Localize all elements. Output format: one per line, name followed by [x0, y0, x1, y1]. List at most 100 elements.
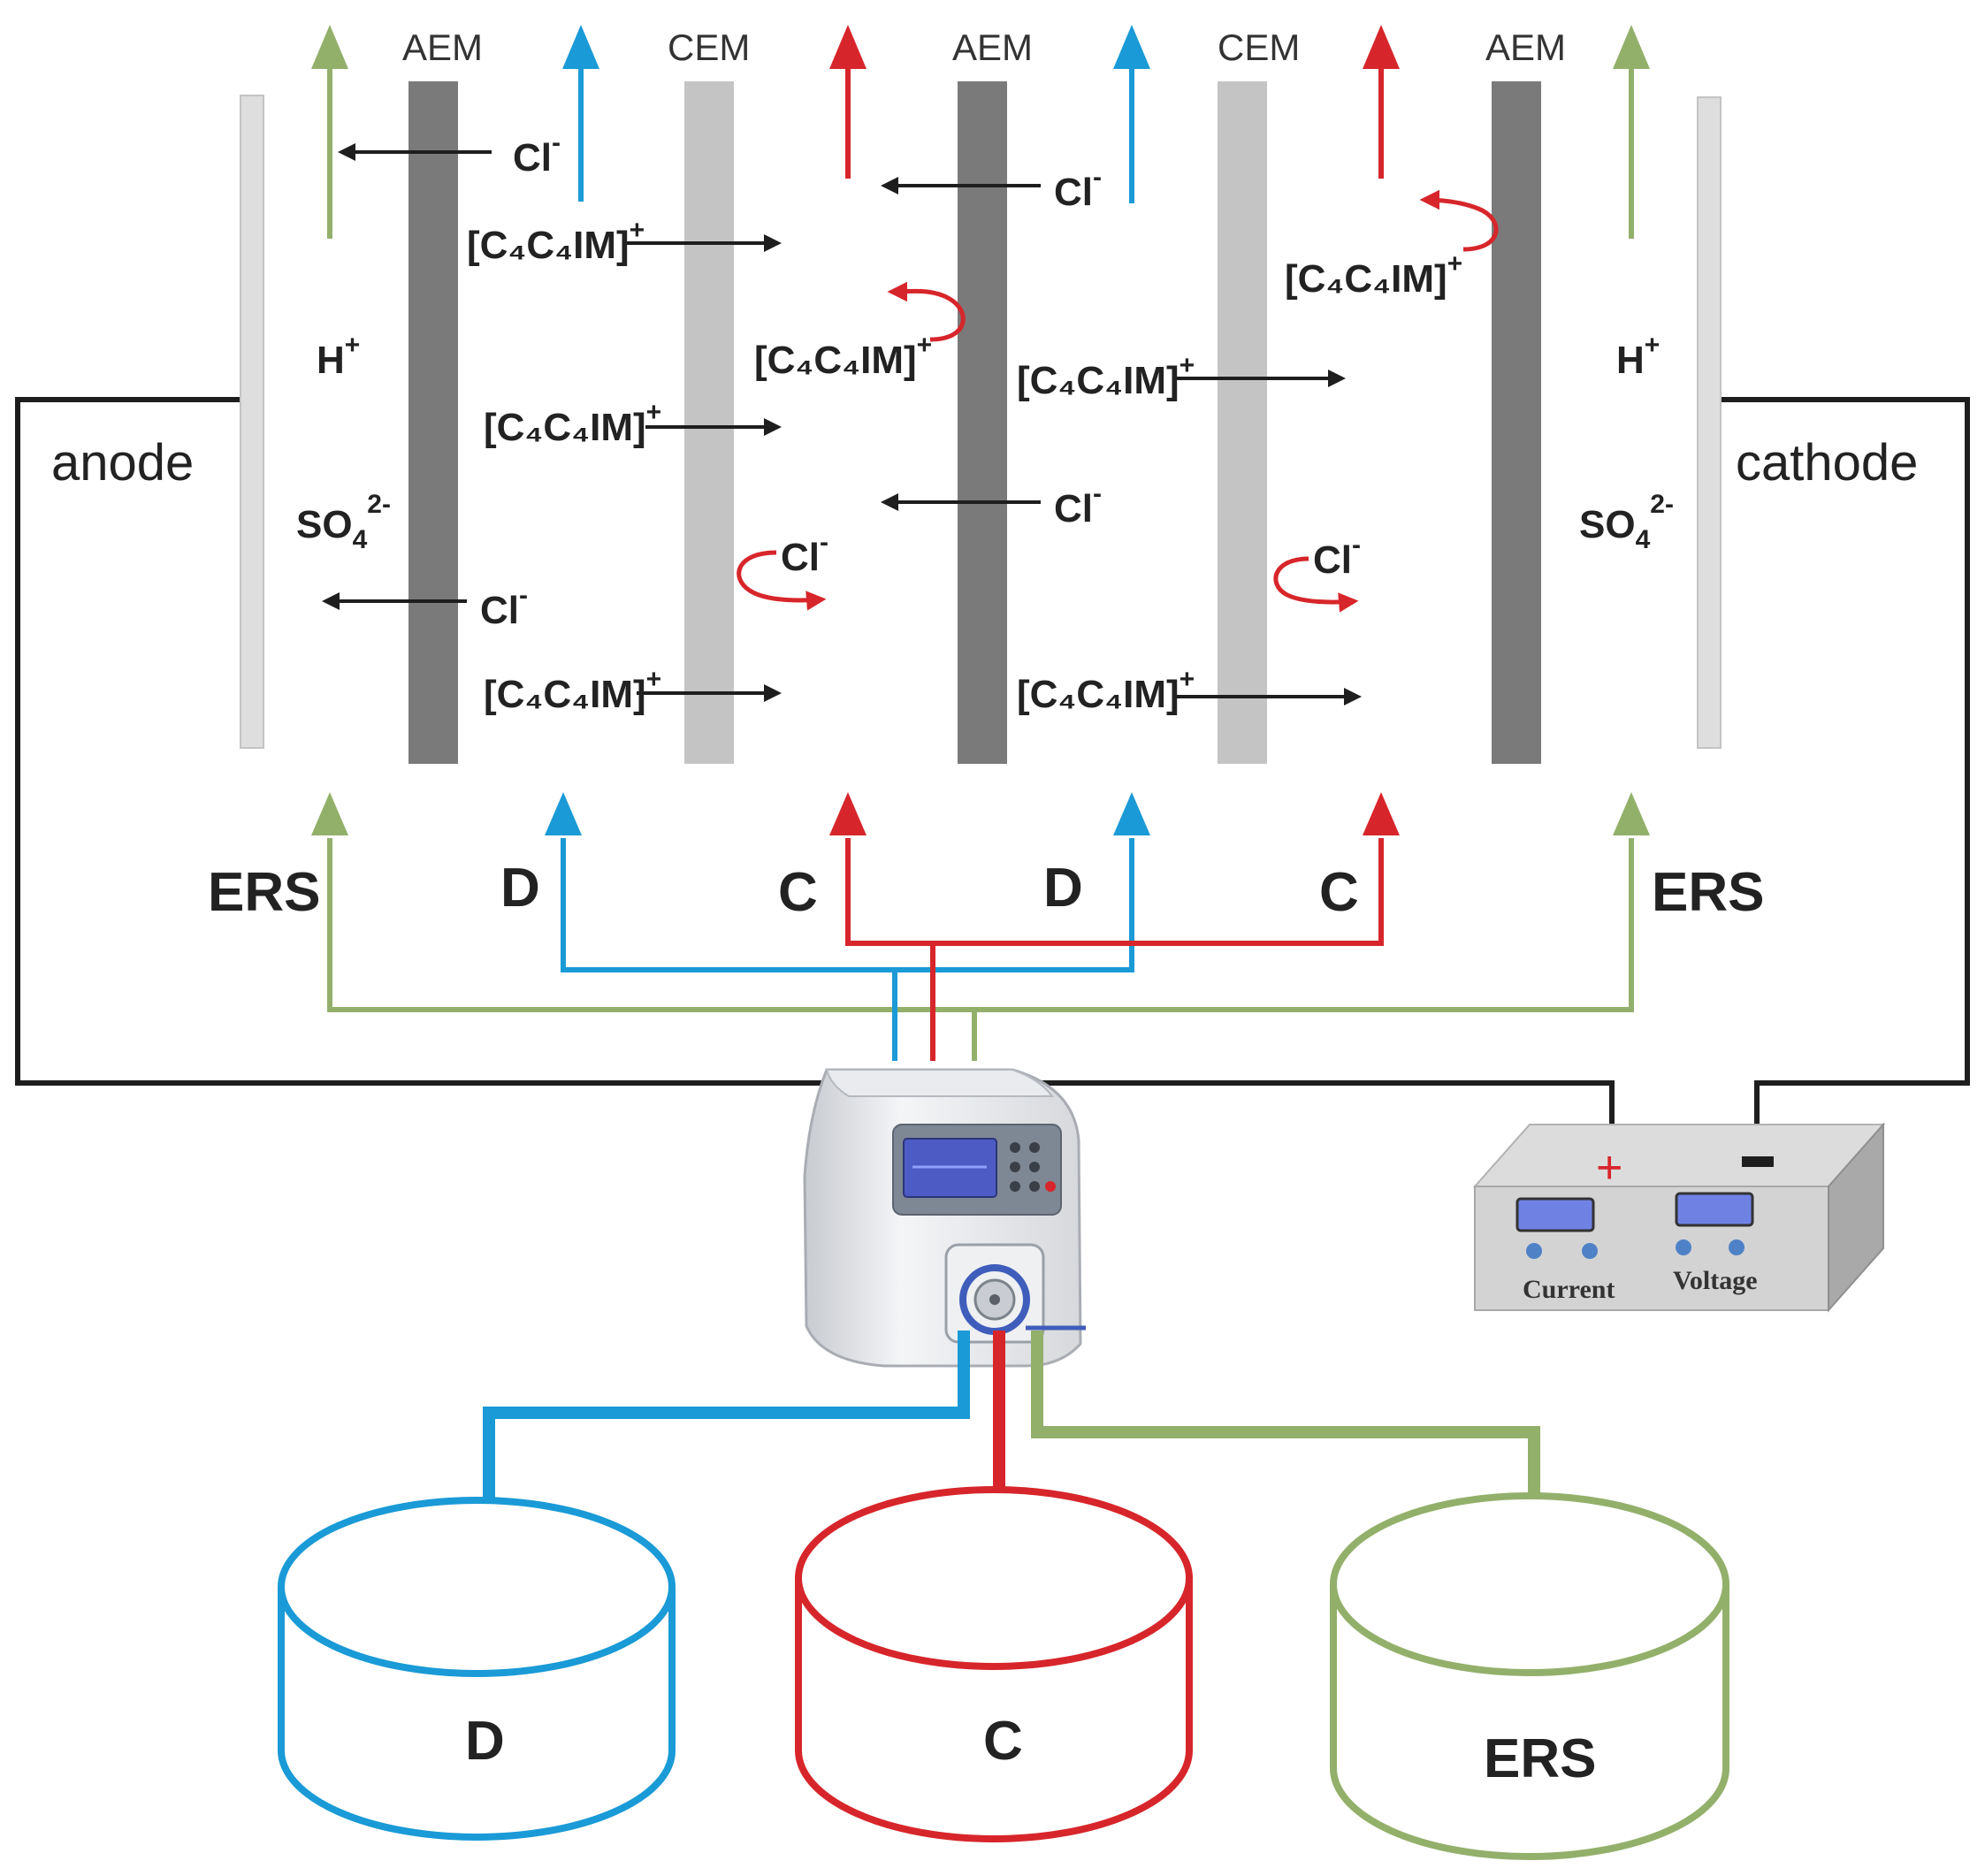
cl-label-4: Cl- — [781, 528, 828, 579]
cl-label-6: Cl- — [480, 581, 528, 632]
cem-membrane-1 — [684, 81, 734, 764]
sulfate-label-right: SO42- — [1579, 490, 1674, 554]
cation-label-3: [C₄C₄IM]+ — [754, 331, 932, 382]
cem-label-1: CEM — [668, 27, 750, 68]
ers-outflow-left-head — [311, 25, 348, 69]
psu-voltage-label: Voltage — [1673, 1266, 1758, 1295]
curl-cl-cem-2 — [1273, 556, 1359, 613]
cation-label-1: [C₄C₄IM]+ — [467, 216, 645, 267]
anode-label: anode — [51, 434, 194, 492]
psu-voltage-knob-1 — [1676, 1239, 1691, 1255]
cl-label-5: Cl- — [1313, 530, 1361, 582]
pump-key-3 — [1010, 1162, 1020, 1172]
stream-label-concentrate-1: C — [778, 862, 818, 923]
dc-power-supply-icon: Current Voltage + — [1472, 1122, 1886, 1313]
peristaltic-pump-icon — [803, 1068, 1086, 1368]
outflow-arrows — [311, 25, 1650, 239]
pump-rotor-hub — [989, 1294, 1000, 1305]
anode-plate — [240, 95, 264, 749]
tank-label-ers: ERS — [1484, 1728, 1596, 1789]
cathode-plate — [1697, 96, 1722, 749]
psu-top — [1472, 1124, 1886, 1187]
dilute-inflow-2-head — [1113, 792, 1150, 835]
circuit-wires — [15, 397, 1970, 1132]
pump-key-4 — [1029, 1162, 1040, 1172]
pump-key-6 — [1029, 1181, 1040, 1192]
ers-tank-pipe — [1031, 1331, 1540, 1499]
concentrate-outflow-2-head — [1363, 25, 1400, 69]
stream-label-concentrate-2: C — [1319, 862, 1359, 923]
cation-label-2: [C₄C₄IM]+ — [1285, 249, 1462, 301]
sulfate-label-left: SO42- — [296, 490, 391, 554]
tank-pipes — [483, 1331, 1540, 1507]
cem-label-2: CEM — [1218, 27, 1300, 68]
tank-label-concentrate: C — [983, 1711, 1023, 1772]
rejection-curls — [737, 189, 1499, 613]
stream-label-dilute-2: D — [1043, 858, 1083, 919]
psu-voltage-knob-2 — [1729, 1239, 1745, 1255]
stream-label-ers-right: ERS — [1652, 862, 1764, 923]
dilute-tank-pipe — [483, 1331, 970, 1507]
aem-label-2: AEM — [952, 27, 1033, 68]
psu-minus-terminal — [1742, 1156, 1774, 1167]
anode-wire — [15, 397, 1615, 1132]
storage-tanks — [278, 1486, 1729, 1860]
dilute-outflow-1-head — [562, 25, 599, 69]
dilute-inflow-1-head — [545, 792, 582, 835]
cation-label-4: [C₄C₄IM]+ — [1017, 351, 1195, 402]
proton-label-right: H+ — [1616, 331, 1660, 382]
psu-current-label: Current — [1523, 1275, 1615, 1304]
proton-label-left: H+ — [317, 331, 360, 382]
psu-current-knob-2 — [1582, 1243, 1598, 1259]
concentrate-tank-lid — [795, 1486, 1193, 1670]
stream-label-dilute-1: D — [500, 858, 540, 919]
ion-migration-arrows — [322, 143, 1362, 705]
dilute-manifold — [561, 838, 1134, 972]
aem-membrane-2 — [958, 81, 1007, 764]
curl-cl-cem-1 — [737, 550, 827, 611]
membrane-stack — [408, 81, 1541, 764]
psu-current-knob-1 — [1526, 1243, 1542, 1259]
aem-label-1: AEM — [402, 27, 483, 68]
ion-labels: Cl- [C₄C₄IM]+ Cl- [C₄C₄IM]+ H+ [C₄C₄IM]+… — [296, 128, 1674, 716]
cathode-label: cathode — [1736, 434, 1918, 492]
tank-label-dilute: D — [465, 1711, 505, 1772]
aem-label-3: AEM — [1485, 27, 1566, 68]
cathode-wire — [1717, 397, 1970, 1127]
cation-label-5: [C₄C₄IM]+ — [484, 398, 661, 449]
cl-label-1: Cl- — [513, 128, 561, 179]
inflow-pipes — [327, 838, 1634, 1061]
stream-label-ers-left: ERS — [208, 862, 320, 923]
psu-side — [1828, 1122, 1884, 1313]
concentrate-inflow-2-head — [1363, 792, 1400, 835]
cation-label-6: [C₄C₄IM]+ — [484, 665, 661, 716]
cation-label-7: [C₄C₄IM]+ — [1017, 665, 1195, 716]
curl-cation-aem-3 — [1419, 189, 1499, 252]
psu-voltage-display — [1675, 1192, 1754, 1227]
aem-membrane-1 — [408, 81, 458, 764]
ers-tank-lid — [1330, 1492, 1729, 1676]
concentrate-manifold — [845, 838, 1384, 946]
cl-label-3: Cl- — [1054, 479, 1102, 530]
psu-plus-terminal: + — [1596, 1142, 1622, 1193]
psu-current-display — [1515, 1197, 1595, 1232]
aem-membrane-3 — [1492, 81, 1541, 764]
inflow-arrow-heads — [311, 792, 1650, 835]
pump-key-1 — [1010, 1142, 1020, 1153]
concentrate-outflow-1-head — [829, 25, 867, 69]
concentrate-inflow-1-head — [829, 792, 867, 835]
ers-outflow-right-head — [1613, 25, 1650, 69]
ers-manifold — [327, 838, 1634, 1012]
dilute-tank-lid — [278, 1497, 676, 1677]
pump-key-2 — [1029, 1142, 1040, 1153]
dilute-outflow-2-head — [1113, 25, 1150, 69]
pump-key-5 — [1010, 1181, 1020, 1192]
curl-cation-aem-2 — [887, 281, 966, 342]
pump-key-stop — [1045, 1181, 1056, 1192]
cl-label-2: Cl- — [1054, 163, 1102, 214]
ers-inflow-left-head — [311, 792, 348, 835]
cem-membrane-2 — [1218, 81, 1267, 764]
pump-top-face — [825, 1069, 1055, 1097]
ers-inflow-right-head — [1613, 792, 1650, 835]
